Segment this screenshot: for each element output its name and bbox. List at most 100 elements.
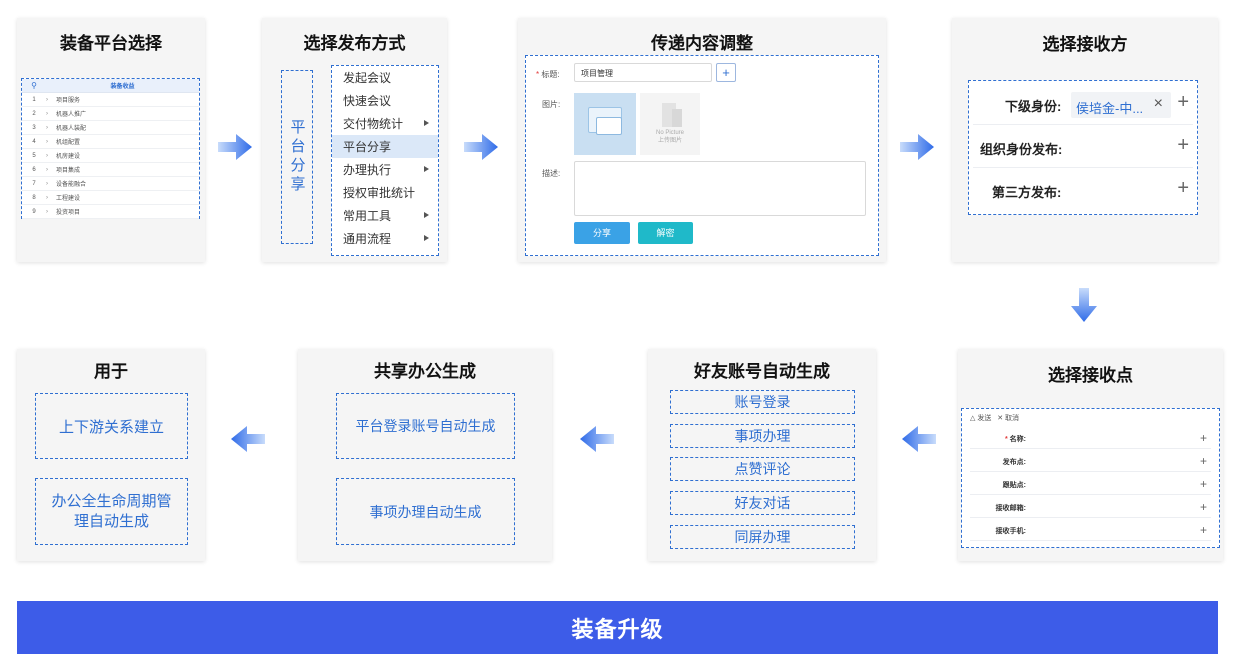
table-row[interactable]: 5›机房建设 bbox=[22, 149, 199, 163]
menu-item-label: 平台分享 bbox=[343, 140, 392, 154]
chevron-right-icon[interactable]: › bbox=[46, 96, 48, 103]
table-row[interactable]: 7›设备能融合 bbox=[22, 177, 199, 191]
step-title: 选择接收点 bbox=[1048, 366, 1133, 385]
receiver-label: 第三方发布: bbox=[992, 185, 1062, 200]
field-label: 发布点: bbox=[1002, 459, 1026, 466]
row-number: 6 bbox=[32, 166, 36, 173]
field-label: 接收邮箱: bbox=[995, 505, 1026, 512]
decrypt-button[interactable]: 解密 bbox=[638, 222, 693, 244]
add-icon[interactable]: + bbox=[1177, 91, 1189, 113]
uploaded-image-thumbnail[interactable] bbox=[574, 93, 636, 155]
row-label: 机器人推广 bbox=[56, 112, 87, 118]
banner-text: 装备升级 bbox=[571, 616, 664, 642]
receiver-row-third-party: 第三方发布: + bbox=[973, 169, 1193, 211]
chevron-right-icon[interactable]: › bbox=[46, 194, 48, 201]
menu-item[interactable]: 办理执行 bbox=[332, 158, 438, 181]
title-input[interactable]: 项目管理 bbox=[574, 63, 712, 82]
receiver-form: 下级身份: 侯培金-中... × + 组织身份发布: + 第三方发布: + bbox=[968, 80, 1198, 215]
step-title: 选择接收方 bbox=[1042, 35, 1128, 54]
row-label: 机器人装配 bbox=[56, 126, 87, 132]
menu-item[interactable]: 授权审批统计 bbox=[332, 181, 438, 204]
chevron-right-icon[interactable]: › bbox=[46, 180, 48, 187]
send-button[interactable]: 发送 bbox=[977, 415, 992, 422]
arrow-left-icon bbox=[902, 426, 936, 452]
add-icon[interactable]: + bbox=[1177, 177, 1189, 199]
row-number: 3 bbox=[32, 124, 36, 131]
menu-item-label: 通用流程 bbox=[343, 232, 392, 246]
field-row-email: 接收邮箱: + bbox=[970, 496, 1211, 518]
table-row[interactable]: 3 › 机器人装配 bbox=[22, 121, 199, 135]
menu-item-label: 快速会议 bbox=[343, 94, 392, 108]
row-number: 7 bbox=[32, 180, 36, 187]
menu-item[interactable]: 快速会议 bbox=[332, 89, 438, 112]
search-icon: ⚲ bbox=[31, 81, 37, 90]
add-icon[interactable]: + bbox=[1199, 523, 1207, 537]
title-field-label: * 标题: bbox=[536, 69, 560, 80]
arrow-right-icon bbox=[218, 134, 252, 160]
row-label: 项目服务 bbox=[56, 98, 81, 104]
step-title: 选择发布方式 bbox=[303, 34, 406, 53]
chevron-right-icon[interactable]: › bbox=[46, 124, 48, 131]
chevron-right-icon[interactable]: › bbox=[46, 152, 48, 159]
row-number: 2 bbox=[32, 110, 36, 117]
menu-item[interactable]: 常用工具 bbox=[332, 204, 438, 227]
table-row[interactable]: 4›机组配置 bbox=[22, 135, 199, 149]
add-button[interactable]: + bbox=[716, 63, 736, 82]
building-icon bbox=[672, 109, 682, 127]
caret-right-icon bbox=[424, 166, 429, 172]
table-row[interactable]: 9 › 投资项目 bbox=[22, 205, 199, 219]
row-number: 9 bbox=[32, 208, 36, 215]
cancel-button[interactable]: 取消 bbox=[1005, 415, 1020, 422]
receive-point-form: △ 发送 ✕ 取消 * 名称: + 发布点: + 跟贴点: + 接收邮箱: + … bbox=[961, 408, 1220, 548]
friend-item-screen-share: 同屏办理 bbox=[670, 525, 855, 549]
share-button[interactable]: 分享 bbox=[574, 222, 630, 244]
screen-illustration bbox=[596, 117, 622, 135]
chevron-right-icon[interactable]: › bbox=[46, 138, 48, 145]
add-icon[interactable]: + bbox=[1199, 454, 1207, 468]
add-icon[interactable]: + bbox=[1199, 477, 1207, 491]
add-icon[interactable]: + bbox=[1177, 134, 1189, 156]
table-row[interactable]: 6›项目集成 bbox=[22, 163, 199, 177]
menu-item[interactable]: 平台分享 bbox=[332, 135, 438, 158]
office-item-matter-gen: 事项办理自动生成 bbox=[336, 478, 515, 545]
cancel-icon[interactable]: ✕ bbox=[997, 415, 1004, 422]
menu-item-label: 发起会议 bbox=[343, 71, 392, 85]
table-row[interactable]: 1 › 项目服务 bbox=[22, 93, 199, 107]
receiver-row-subordinate: 下级身份: 侯培金-中... × + bbox=[973, 83, 1193, 125]
chevron-right-icon[interactable]: › bbox=[46, 110, 48, 117]
field-row-publish-point: 发布点: + bbox=[970, 450, 1211, 472]
friend-item-like-comment: 点赞评论 bbox=[670, 457, 855, 481]
send-icon[interactable]: △ bbox=[970, 415, 976, 422]
receiver-chip[interactable]: 侯培金-中... × bbox=[1071, 92, 1171, 118]
publish-menu: 发起会议快速会议交付物统计平台分享办理执行授权审批统计常用工具通用流程 bbox=[331, 65, 439, 256]
form-toolbar: △ 发送 ✕ 取消 bbox=[970, 413, 1019, 423]
row-label: 机房建设 bbox=[56, 154, 81, 160]
menu-item[interactable]: 交付物统计 bbox=[332, 112, 438, 135]
add-icon[interactable]: + bbox=[1199, 500, 1207, 514]
chevron-right-icon[interactable]: › bbox=[46, 166, 48, 173]
step-card-shared-office: 共享办公生成 bbox=[298, 349, 552, 561]
chevron-right-icon[interactable]: › bbox=[46, 208, 48, 215]
table-row[interactable]: 2 › 机器人推广 bbox=[22, 107, 199, 121]
caret-right-icon bbox=[424, 212, 429, 218]
row-label: 投资项目 bbox=[56, 210, 81, 216]
usage-item-lifecycle: 办公全生命周期管理自动生成 bbox=[35, 478, 188, 545]
menu-item[interactable]: 通用流程 bbox=[332, 227, 438, 250]
row-number: 1 bbox=[32, 96, 36, 103]
menu-item[interactable]: 发起会议 bbox=[332, 66, 438, 89]
equipment-upgrade-banner: 装备升级 bbox=[17, 601, 1218, 654]
friend-item-matter-handling: 事项办理 bbox=[670, 424, 855, 448]
add-icon[interactable]: + bbox=[1199, 431, 1207, 445]
office-item-account-gen: 平台登录账号自动生成 bbox=[336, 393, 515, 459]
table-row[interactable]: 8›工程建设 bbox=[22, 191, 199, 205]
step-card-usage: 用于 bbox=[17, 349, 205, 561]
table-header-title: 装备收益 bbox=[110, 84, 135, 90]
description-label: 描述: bbox=[542, 169, 561, 178]
description-textarea[interactable] bbox=[574, 161, 866, 216]
close-icon[interactable]: × bbox=[1153, 95, 1163, 112]
field-row-follow-point: 跟贴点: + bbox=[970, 473, 1211, 495]
